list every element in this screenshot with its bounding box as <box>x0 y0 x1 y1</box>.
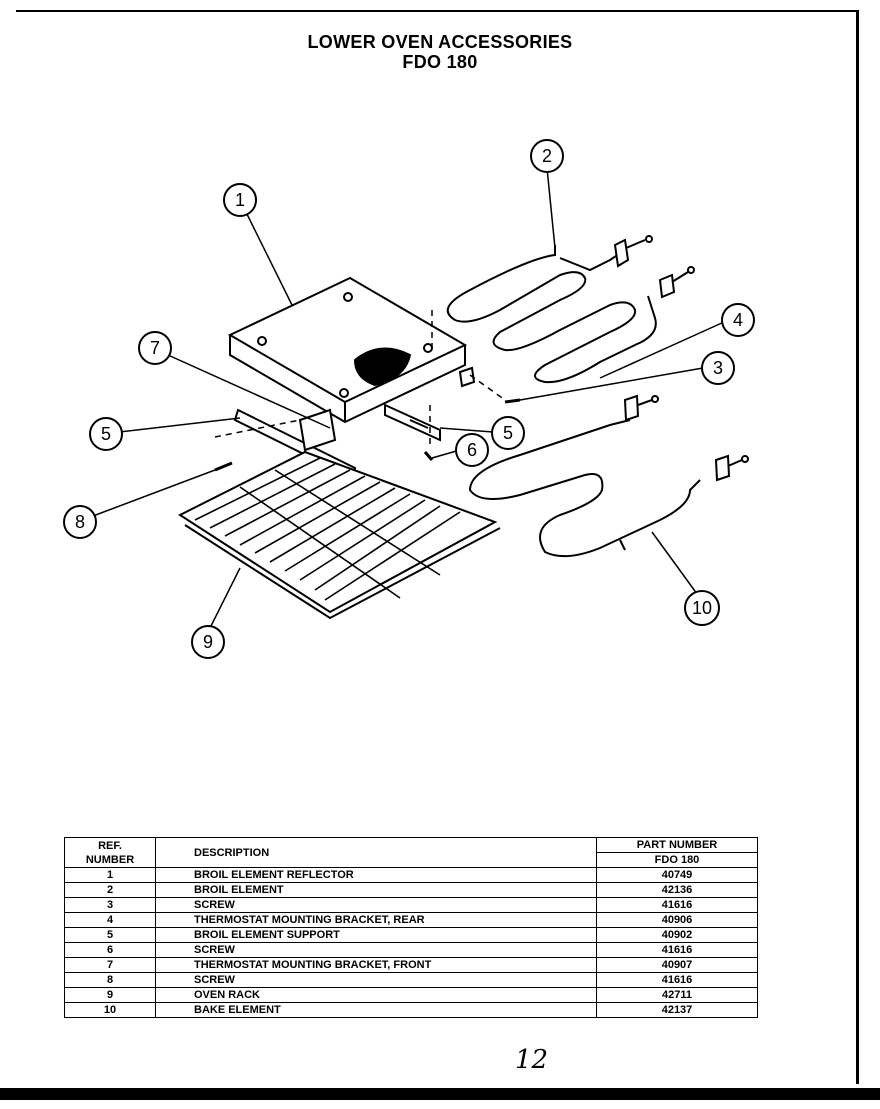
cell-part: 40906 <box>596 912 758 928</box>
callout-label: 3 <box>713 358 723 378</box>
cell-ref: 3 <box>64 897 156 913</box>
callout-7 <box>138 331 172 365</box>
exploded-parts-diagram: 1 2 3 4 5 5 6 7 8 9 10 <box>63 139 755 659</box>
callout-5-left <box>89 417 123 451</box>
callout-9 <box>191 625 225 659</box>
cell-ref: 9 <box>64 987 156 1003</box>
model-column-header: FDO 180 <box>596 852 758 868</box>
cell-part: 41616 <box>596 942 758 958</box>
callout-2 <box>530 139 564 173</box>
callout-1 <box>223 183 257 217</box>
part-number-header: PART NUMBER <box>596 837 758 853</box>
callout-label: 8 <box>75 512 85 532</box>
cell-desc: SCREW <box>155 897 597 913</box>
page-title: LOWER OVEN ACCESSORIES <box>307 32 573 52</box>
cell-part: 41616 <box>596 897 758 913</box>
callout-label: 6 <box>467 440 477 460</box>
cell-part: 42711 <box>596 987 758 1003</box>
cell-ref: 5 <box>64 927 156 943</box>
cell-part: 42136 <box>596 882 758 898</box>
callout-label: 5 <box>101 424 111 444</box>
scan-border <box>0 1088 880 1100</box>
cell-part: 42137 <box>596 1002 758 1018</box>
cell-desc: OVEN RACK <box>155 987 597 1003</box>
ref-number-header: REF. NUMBER <box>64 837 156 868</box>
cell-ref: 2 <box>64 882 156 898</box>
cell-part: 40749 <box>596 867 758 883</box>
cell-part: 41616 <box>596 972 758 988</box>
cell-part: 40902 <box>596 927 758 943</box>
page-frame <box>16 10 859 1084</box>
cell-desc: BROIL ELEMENT SUPPORT <box>155 927 597 943</box>
callout-5-right <box>491 416 525 450</box>
callout-label: 5 <box>503 423 513 443</box>
broil-element <box>446 235 695 384</box>
cell-desc: SCREW <box>155 972 597 988</box>
callout-label: 2 <box>542 146 552 166</box>
callout-10 <box>684 590 720 626</box>
callout-8 <box>63 505 97 539</box>
cell-desc: BROIL ELEMENT <box>155 882 597 898</box>
cell-ref: 8 <box>64 972 156 988</box>
cell-ref: 1 <box>64 867 156 883</box>
callout-label: 9 <box>203 632 213 652</box>
model-title: FDO 180 <box>402 52 478 72</box>
callout-label: 1 <box>235 190 245 210</box>
callout-label: 10 <box>692 598 712 618</box>
cell-desc: SCREW <box>155 942 597 958</box>
cell-ref: 7 <box>64 957 156 973</box>
callout-label: 4 <box>733 310 743 330</box>
cell-desc: BROIL ELEMENT REFLECTOR <box>155 867 597 883</box>
broil-element-reflector <box>227 276 468 424</box>
cell-ref: 6 <box>64 942 156 958</box>
cell-desc: BAKE ELEMENT <box>155 1002 597 1018</box>
description-header: DESCRIPTION <box>155 837 597 868</box>
callout-6 <box>455 433 489 467</box>
cell-desc: THERMOSTAT MOUNTING BRACKET, REAR <box>155 912 597 928</box>
parts-table: REF. NUMBER DESCRIPTION PART NUMBER FDO … <box>64 837 758 1018</box>
callout-4 <box>721 303 755 337</box>
cell-desc: THERMOSTAT MOUNTING BRACKET, FRONT <box>155 957 597 973</box>
cell-ref: 10 <box>64 1002 156 1018</box>
cell-ref: 4 <box>64 912 156 928</box>
callout-3 <box>701 351 735 385</box>
cell-part: 40907 <box>596 957 758 973</box>
page-number: 12 <box>515 1045 549 1075</box>
bake-element <box>468 394 749 558</box>
oven-rack <box>177 450 501 620</box>
callout-label: 7 <box>150 338 160 358</box>
